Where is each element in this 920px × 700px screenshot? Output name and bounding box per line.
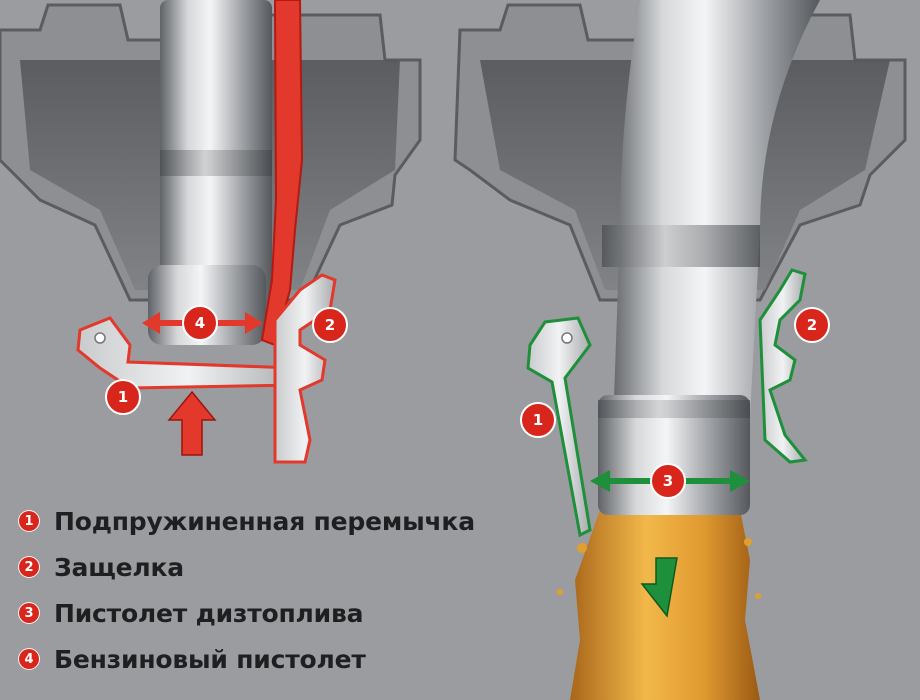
legend-item: 4 Бензиновый пистолет	[18, 643, 475, 675]
legend-label: Защелка	[54, 552, 184, 582]
svg-text:3: 3	[663, 472, 673, 490]
badge-right-2: 2	[794, 307, 830, 343]
badge-left-4: 4	[182, 305, 218, 341]
badge-right-3: 3	[650, 463, 686, 499]
legend-label: Бензиновый пистолет	[54, 644, 366, 674]
right-spring-latch	[526, 316, 592, 538]
badge-left-1: 1	[105, 379, 141, 415]
legend: 1 Подпружиненная перемычка 2 Защелка 3 П…	[18, 505, 475, 675]
legend-item: 1 Подпружиненная перемычка	[18, 505, 475, 537]
legend-label: Подпружиненная перемычка	[54, 506, 475, 536]
svg-text:2: 2	[807, 316, 817, 334]
legend-number-badge: 4	[18, 648, 40, 670]
left-petrol-nozzle	[148, 0, 304, 347]
svg-text:2: 2	[325, 316, 335, 334]
right-panel	[453, 0, 907, 700]
left-panel	[0, 0, 422, 464]
right-clip	[758, 268, 808, 464]
down-arrow-icon	[640, 557, 678, 618]
legend-label: Пистолет дизтоплива	[54, 598, 364, 628]
legend-number-badge: 3	[18, 602, 40, 624]
right-diesel-nozzle	[598, 0, 820, 515]
legend-item: 3 Пистолет дизтоплива	[18, 597, 475, 629]
legend-number-badge: 1	[18, 510, 40, 532]
legend-number-badge: 2	[18, 556, 40, 578]
svg-text:1: 1	[118, 388, 128, 406]
badge-right-1: 1	[520, 402, 556, 438]
up-arrow-icon	[167, 390, 217, 456]
svg-text:1: 1	[533, 411, 543, 429]
svg-text:4: 4	[195, 314, 205, 332]
badge-left-2: 2	[312, 307, 348, 343]
legend-item: 2 Защелка	[18, 551, 475, 583]
